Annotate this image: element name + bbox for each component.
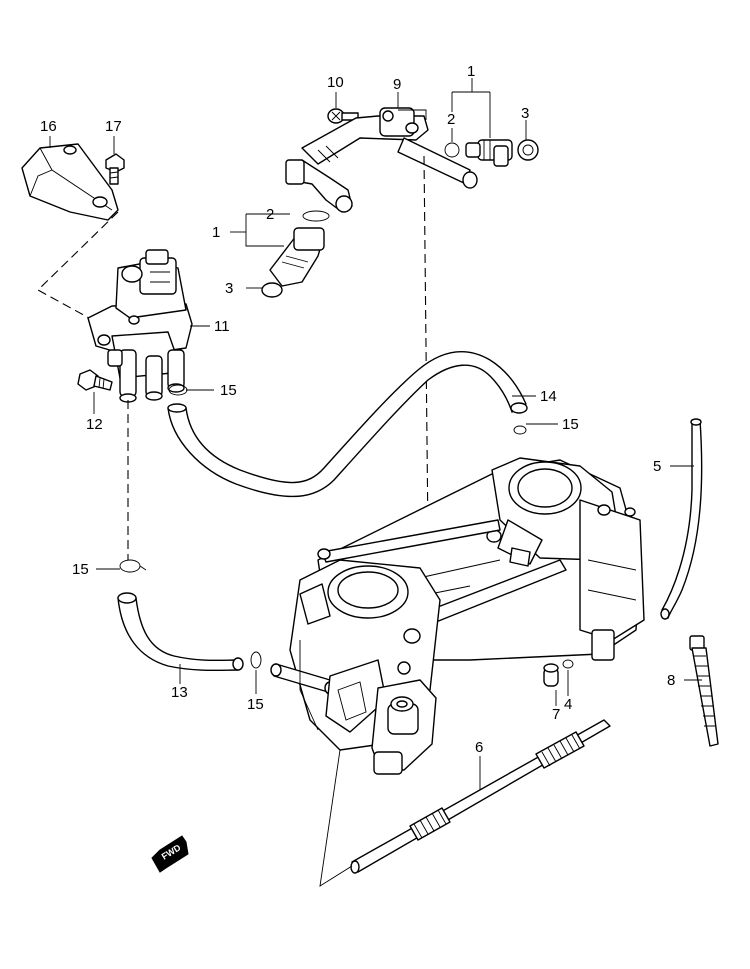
clamp-part-15-b [513,425,527,435]
washer-part-2-mid [302,210,330,222]
label-14: 14 [540,388,557,405]
leader-9 [397,92,427,120]
label-3-top: 3 [521,105,529,122]
injector-top-part-1 [465,139,513,167]
hose-part-5 [660,418,703,620]
label-3-mid: 3 [225,280,233,297]
clamp-part-15-c-tail [139,565,147,571]
bracket-part-16 [21,143,119,221]
fwd-arrow: FWD [151,835,189,873]
label-15-b: 15 [562,416,579,433]
band-part-8 [689,635,719,747]
label-15-a: 15 [220,382,237,399]
label-1-mid: 1 [212,224,220,241]
leader-throttle-bottom [319,749,353,887]
bolt-part-17 [105,153,125,185]
label-12: 12 [86,416,103,433]
washer-part-2-top [444,142,460,158]
clamp-part-15-d [250,651,262,669]
hose-part-14 [167,351,528,498]
label-9: 9 [393,76,401,93]
label-1-top: 1 [467,63,475,80]
label-6: 6 [475,739,483,756]
label-5: 5 [653,458,661,475]
clamp-part-15-c [119,559,141,573]
bolt-part-12 [77,369,113,391]
cap-part-3-mid [261,282,283,298]
label-13: 13 [171,684,188,701]
iac-valve-part-11 [87,249,193,403]
label-7: 7 [552,706,560,723]
injector-mid-part-1 [269,227,325,287]
label-15-d: 15 [247,696,264,713]
shaft-part-6 [350,719,611,874]
screw-part-10 [327,108,359,124]
clip-part-4 [562,659,574,669]
dashed-bracket-link [37,211,119,325]
dashed-pipe-throttle [423,155,486,537]
label-2-top: 2 [447,111,455,128]
cap-part-7 [543,663,559,687]
label-16: 16 [40,118,57,135]
label-11: 11 [214,318,230,335]
bracket-1-top [451,78,491,138]
cap-part-3-top [517,139,539,161]
label-4: 4 [564,696,572,713]
label-10: 10 [327,74,344,91]
hose-part-13 [117,592,244,672]
label-17: 17 [105,118,122,135]
label-15-c: 15 [72,561,89,578]
label-8: 8 [667,672,675,689]
bracket-1-mid [245,213,290,247]
delivery-pipe-part-9 [285,107,478,213]
label-2-mid: 2 [266,206,274,223]
throttle-body [270,457,645,775]
